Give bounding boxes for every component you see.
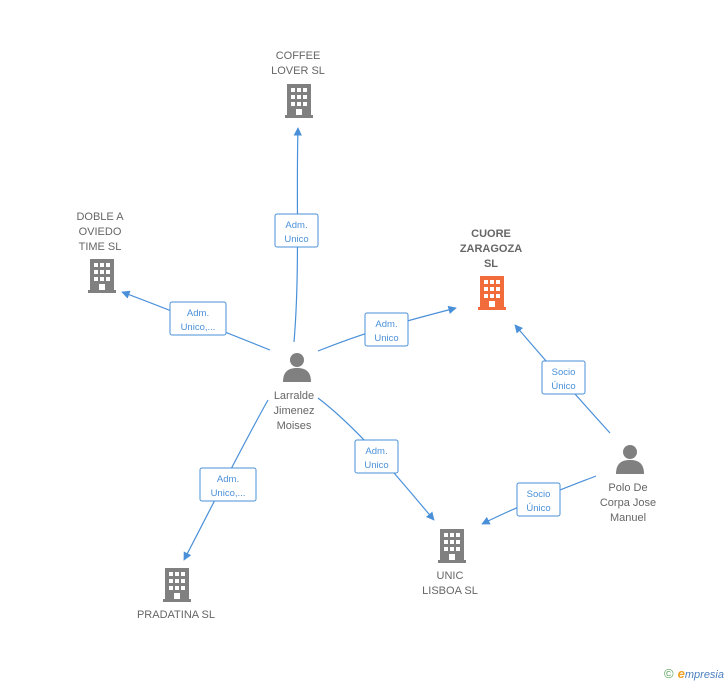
- node-label-line: LOVER SL: [271, 65, 325, 77]
- node-doble-a-oviedo[interactable]: DOBLE A OVIEDO TIME SL: [76, 211, 124, 293]
- edge-label-larralde-cuore[interactable]: Adm. Unico: [364, 312, 409, 347]
- edge-label-line: Único: [551, 381, 575, 392]
- edge-label-larralde-pradatina[interactable]: Adm. Unico,...: [199, 467, 257, 502]
- brand-logo[interactable]: empresia: [678, 666, 724, 681]
- node-label-line: Moises: [277, 420, 312, 432]
- node-polo-de-corpa[interactable]: Polo De Corpa Jose Manuel: [600, 445, 656, 524]
- edge-label-line: Unico: [364, 460, 388, 471]
- edge-label-line: Unico,...: [211, 488, 246, 499]
- node-coffee-lover[interactable]: COFFEE LOVER SL: [271, 50, 325, 118]
- node-label-line: TIME SL: [79, 241, 122, 253]
- edge-label-polo-unic[interactable]: Socio Único: [516, 482, 561, 517]
- node-label-line: SL: [484, 258, 498, 270]
- edge-label-line: Adm.: [217, 474, 239, 485]
- node-label-line: OVIEDO: [79, 226, 122, 238]
- edge-label-polo-cuore[interactable]: Socio Único: [541, 360, 586, 395]
- edge-label-line: Unico,...: [181, 322, 216, 333]
- edge-label-line: Socio: [527, 489, 551, 500]
- edge-label-line: Adm.: [365, 446, 387, 457]
- node-label-line: LISBOA SL: [422, 585, 478, 597]
- node-label-line: DOBLE A: [76, 211, 124, 223]
- edge-label-larralde-coffee[interactable]: Adm. Unico: [274, 213, 319, 248]
- edge-label-line: Unico: [374, 333, 398, 344]
- edge-label-line: Adm.: [375, 319, 397, 330]
- edge-label-line: Único: [526, 503, 550, 514]
- building-icon: [285, 84, 313, 118]
- building-icon: [88, 259, 116, 293]
- node-label-line: Larralde: [274, 390, 314, 402]
- node-label-line: UNIC: [437, 570, 464, 582]
- building-icon: [478, 276, 506, 310]
- node-label-line: Polo De: [608, 482, 647, 494]
- edge-label-line: Unico: [284, 234, 308, 245]
- node-cuore-zaragoza[interactable]: CUORE ZARAGOZA SL: [460, 228, 522, 310]
- node-label-line: Jimenez: [274, 405, 315, 417]
- edge-label-larralde-unic[interactable]: Adm. Unico: [354, 439, 399, 474]
- node-larralde-jimenez[interactable]: Larralde Jimenez Moises: [274, 353, 315, 432]
- node-pradatina[interactable]: PRADATINA SL: [137, 568, 215, 621]
- node-label-line: Manuel: [610, 512, 646, 524]
- node-label-line: COFFEE: [276, 50, 321, 62]
- building-icon: [163, 568, 191, 602]
- brand-name: mpresia: [684, 669, 724, 681]
- edge-label-line: Adm.: [285, 220, 307, 231]
- person-icon: [283, 353, 311, 382]
- node-label-line: ZARAGOZA: [460, 243, 522, 255]
- building-icon: [438, 529, 466, 563]
- node-unic-lisboa[interactable]: UNIC LISBOA SL: [422, 529, 478, 597]
- footer-brand: © empresia: [664, 666, 724, 681]
- node-label-line: PRADATINA SL: [137, 609, 215, 621]
- copyright-icon: ©: [664, 666, 674, 681]
- edge-label-line: Adm.: [187, 308, 209, 319]
- node-label-line: Corpa Jose: [600, 497, 656, 509]
- person-icon: [616, 445, 644, 474]
- edge-label-line: Socio: [552, 367, 576, 378]
- edge-labels: Adm. Unico Adm. Unico,... Adm. Unico Adm…: [169, 213, 586, 517]
- edge-label-larralde-doble[interactable]: Adm. Unico,...: [169, 301, 227, 336]
- node-label-line: CUORE: [471, 228, 511, 240]
- brand-initial: e: [677, 666, 685, 681]
